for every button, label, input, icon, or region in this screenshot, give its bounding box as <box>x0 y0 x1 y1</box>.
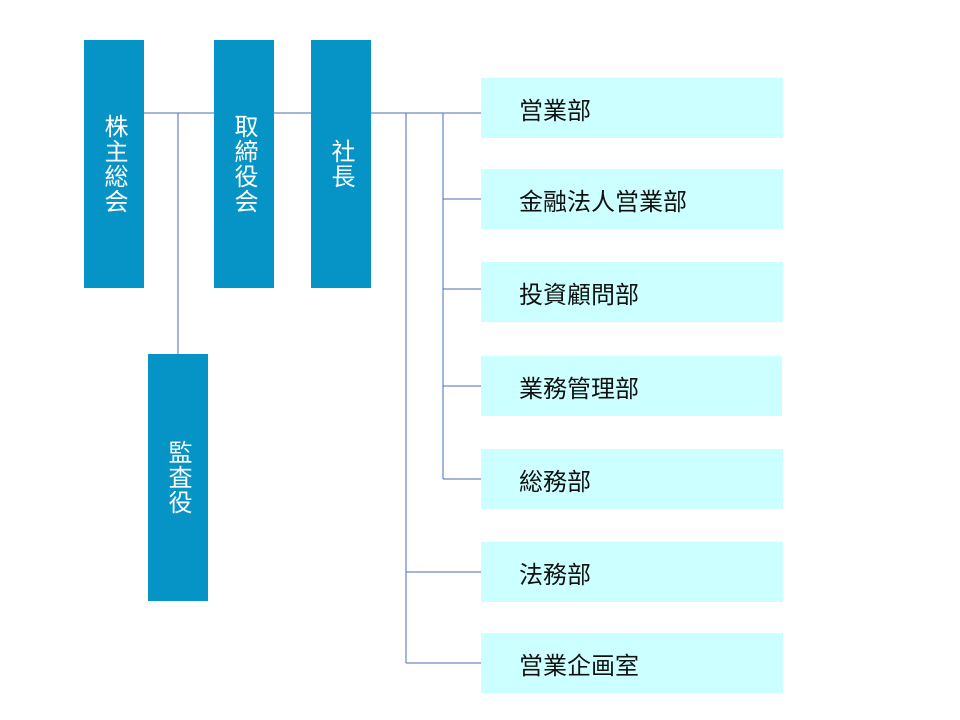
department-label: 総務部 <box>519 467 591 496</box>
auditor-label: 監査役 <box>164 440 192 515</box>
department-label: 法務部 <box>519 560 591 589</box>
department-label: 営業部 <box>519 96 591 125</box>
department-box-sales-planning: 営業企画室 <box>481 633 783 693</box>
department-label: 営業企画室 <box>519 651 639 680</box>
department-label: 投資顧問部 <box>519 280 639 309</box>
board-of-directors-box: 取締役会 <box>214 40 274 288</box>
shareholders-meeting-box: 株主総会 <box>84 40 144 288</box>
department-label: 金融法人営業部 <box>519 187 687 216</box>
department-box-legal: 法務部 <box>481 542 783 602</box>
auditor-box: 監査役 <box>148 354 208 601</box>
department-box-operations-management: 業務管理部 <box>481 356 782 416</box>
president-label: 社長 <box>327 139 355 189</box>
department-box-general-affairs: 総務部 <box>481 449 783 509</box>
department-label: 業務管理部 <box>519 374 639 403</box>
department-box-financial-corporate-sales: 金融法人営業部 <box>481 169 783 229</box>
shareholders-meeting-label: 株主総会 <box>100 114 128 214</box>
department-box-sales: 営業部 <box>481 78 783 138</box>
department-box-investment-advisory: 投資顧問部 <box>481 262 783 322</box>
board-of-directors-label: 取締役会 <box>230 114 258 214</box>
president-box: 社長 <box>311 40 371 288</box>
